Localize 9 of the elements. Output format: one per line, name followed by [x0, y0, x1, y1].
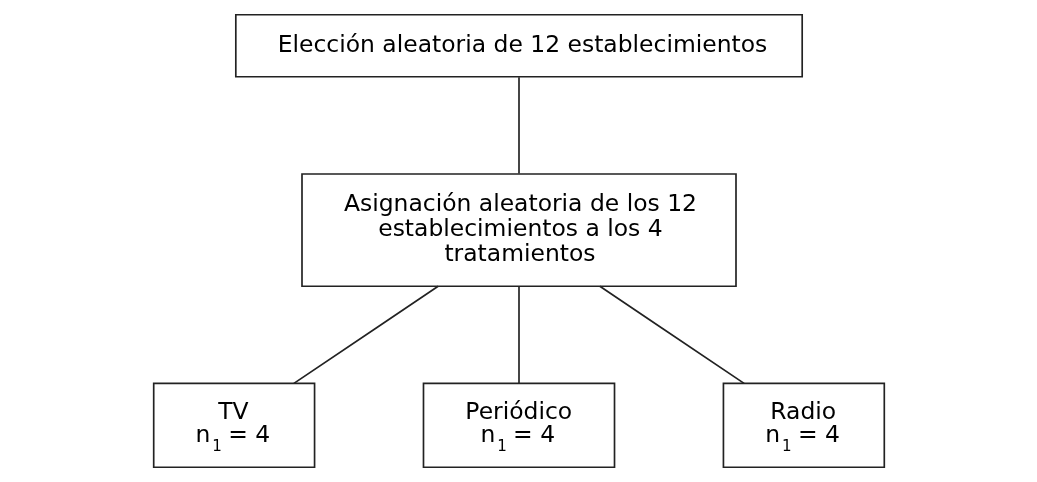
node-box: Periódico n$_{1}$ = 4 — [422, 382, 615, 469]
node-box: TV n$_{1}$ = 4 — [152, 382, 315, 469]
connector — [598, 285, 745, 385]
node-box: Radio n$_{1}$ = 4 — [722, 382, 885, 469]
connector — [517, 285, 520, 384]
connector — [517, 76, 520, 175]
connector — [292, 285, 439, 385]
node-box: Elección aleatoria de 12 establecimientos — [234, 13, 803, 78]
node-box: Asignación aleatoria de los 12 establecimientos a los 4 tratamientos — [300, 173, 737, 288]
